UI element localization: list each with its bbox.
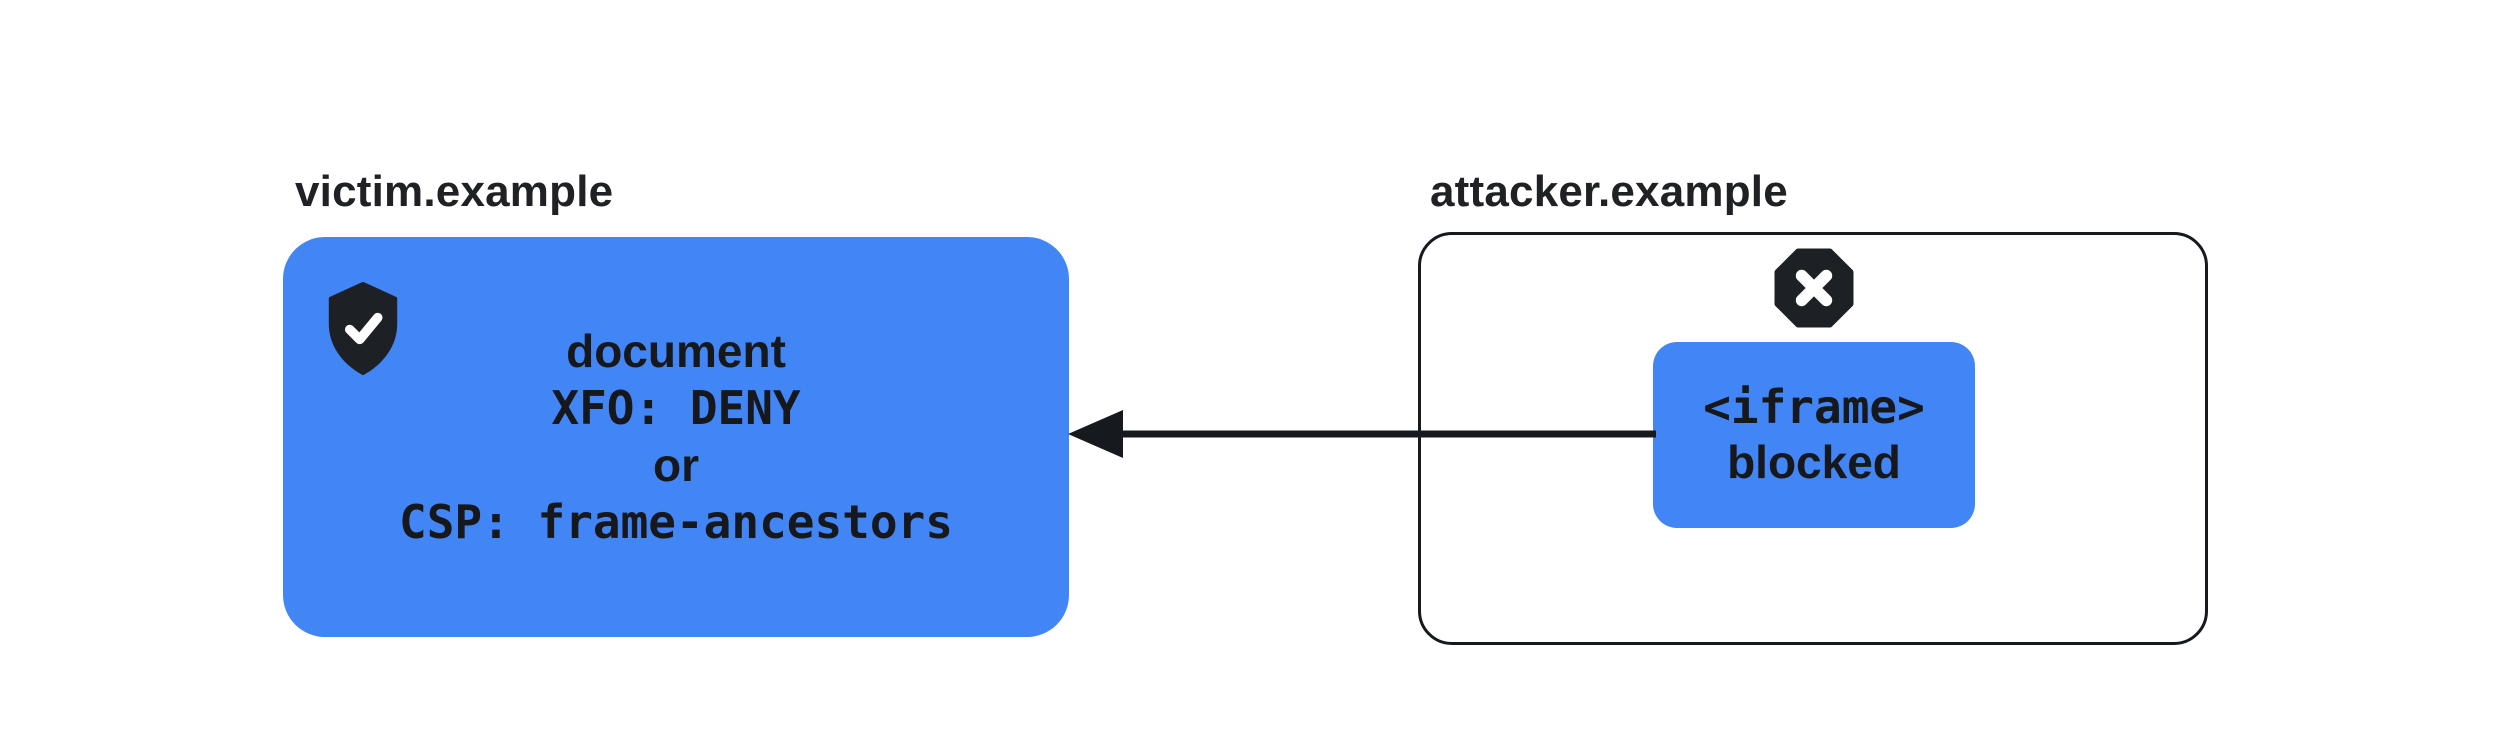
iframe-tag-text: <iframe> xyxy=(1703,380,1925,434)
iframe-blocked-text: blocked xyxy=(1727,436,1901,488)
victim-domain-label: victim.example xyxy=(295,167,614,216)
victim-line-document: document xyxy=(566,325,786,377)
attacker-domain-label: attacker.example xyxy=(1430,167,1788,216)
blocked-iframe-box: <iframe> blocked xyxy=(1653,342,1975,528)
blocked-x-octagon-icon xyxy=(1774,248,1854,328)
victim-line-csp-ancestors: CSP: frame-ancestors xyxy=(399,495,953,549)
shield-check-icon xyxy=(328,281,398,376)
victim-line-xfo-deny: XFO: DENY xyxy=(551,381,801,435)
victim-line-or: or xyxy=(653,439,699,491)
victim-document-box: document XFO: DENY or CSP: frame-ancesto… xyxy=(283,237,1069,637)
blocked-request-arrow xyxy=(1068,410,1656,458)
